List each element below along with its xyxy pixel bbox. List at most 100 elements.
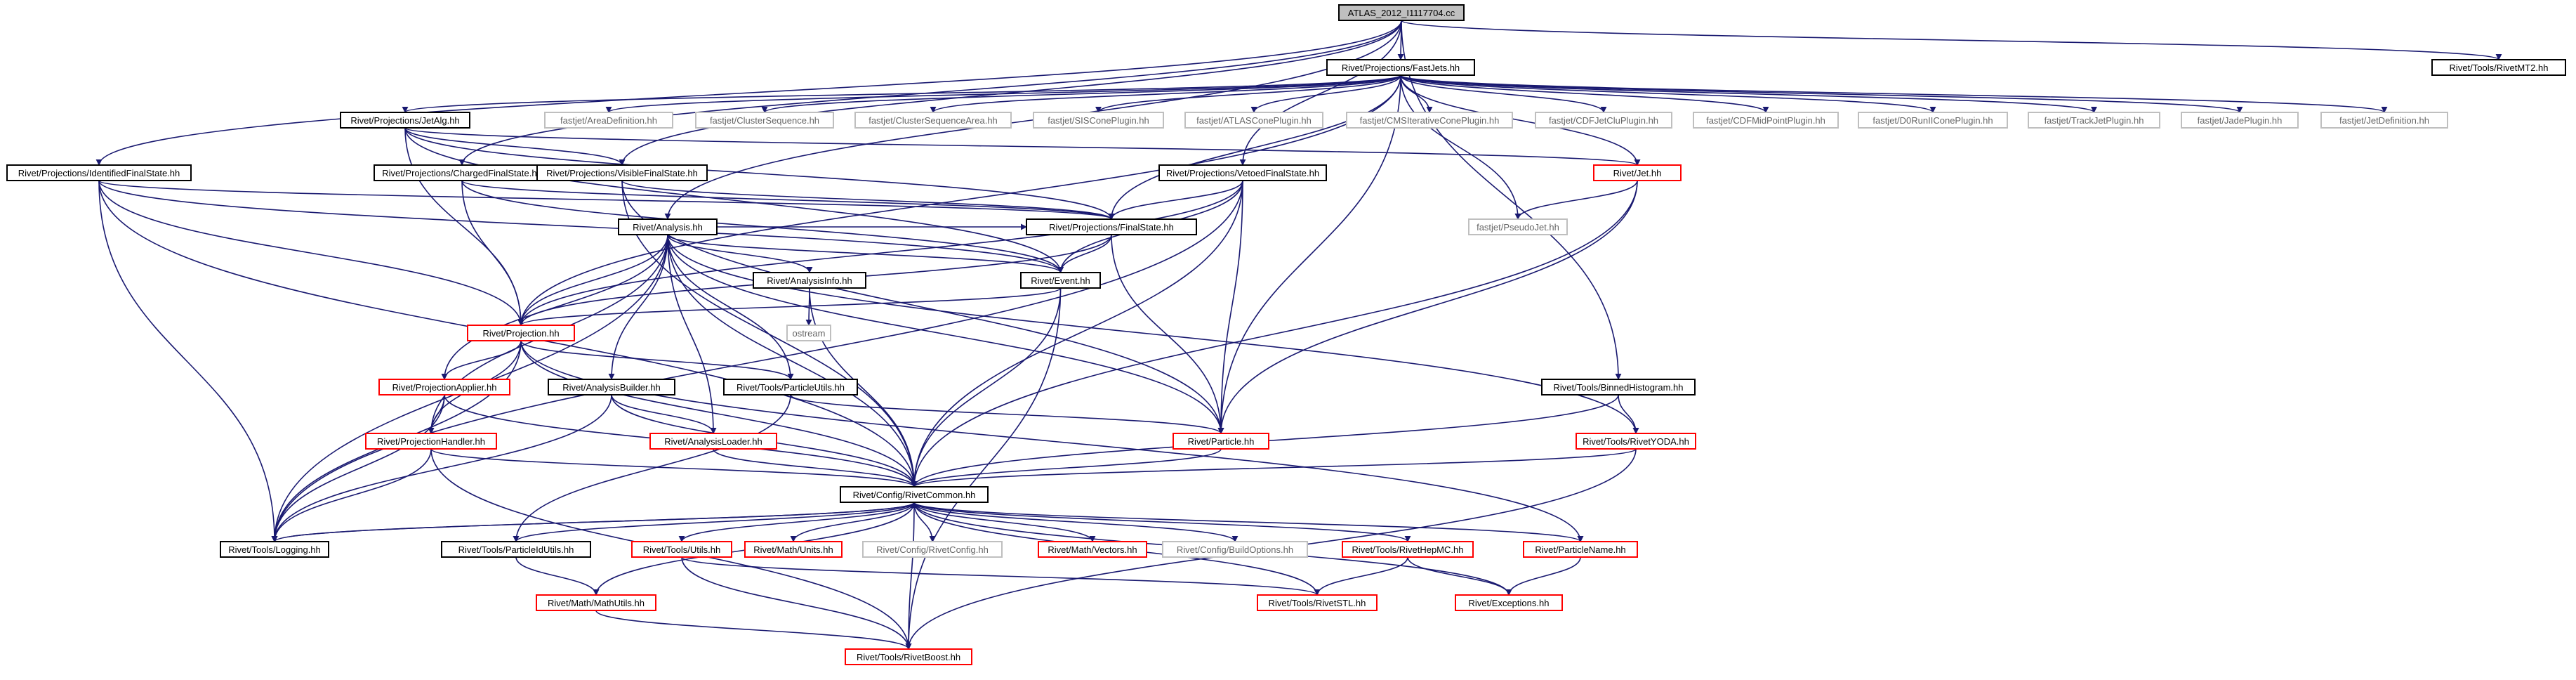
node-chargedfs[interactable]: Rivet/Projections/ChargedFinalState.hh: [374, 164, 550, 181]
node-particleidutils[interactable]: Rivet/Tools/ParticleIdUtils.hh: [441, 541, 591, 558]
node-box: [1858, 112, 2008, 129]
node-label: Rivet/AnalysisInfo.hh: [767, 275, 852, 286]
node-label: Rivet/Projections/FinalState.hh: [1049, 222, 1174, 233]
edge-jetalg-to-jet: [404, 127, 1640, 166]
node-areadef: fastjet/AreaDefinition.hh: [544, 112, 673, 129]
edge-jet-to-pseudojet: [1514, 180, 1638, 220]
node-label: Rivet/Particle.hh: [1188, 436, 1255, 447]
edge-identfs-to-event: [98, 180, 1064, 273]
node-label: Rivet/Analysis.hh: [633, 222, 703, 233]
node-mathvectors[interactable]: Rivet/Math/Vectors.hh: [1038, 541, 1147, 558]
edge-fastjets-to-pseudojet: [1400, 74, 1521, 220]
node-exceptions[interactable]: Rivet/Exceptions.hh: [1455, 594, 1563, 611]
node-atlascone: fastjet/ATLASConePlugin.hh: [1184, 112, 1323, 129]
node-box: [544, 112, 673, 129]
node-utils[interactable]: Rivet/Tools/Utils.hh: [631, 541, 732, 558]
node-particlename[interactable]: Rivet/ParticleName.hh: [1523, 541, 1638, 558]
edge-root-to-visiblefs: [619, 20, 1402, 166]
node-label: fastjet/ATLASConePlugin.hh: [1196, 115, 1312, 126]
node-analysisinfo[interactable]: Rivet/AnalysisInfo.hh: [753, 272, 866, 289]
edge-layer: [95, 20, 2502, 650]
node-box: [1576, 433, 1696, 450]
node-box: [1541, 379, 1696, 395]
edge-jetalg-to-visiblefs: [404, 127, 626, 166]
node-logging[interactable]: Rivet/Tools/Logging.hh: [220, 541, 329, 558]
node-mathunits[interactable]: Rivet/Math/Units.hh: [744, 541, 843, 558]
node-finalstate[interactable]: Rivet/Projections/FinalState.hh: [1026, 218, 1197, 235]
node-event[interactable]: Rivet/Event.hh: [1020, 272, 1101, 289]
edge-rivetcommon-to-particlename: [913, 502, 1584, 542]
edge-fastjets-to-trackjet: [1400, 74, 2097, 113]
node-binnedhisto[interactable]: Rivet/Tools/BinnedHistogram.hh: [1541, 379, 1696, 395]
node-rivetyoda[interactable]: Rivet/Tools/RivetYODA.hh: [1576, 433, 1696, 450]
node-analysis[interactable]: Rivet/Analysis.hh: [618, 218, 718, 235]
node-label: Rivet/Math/Vectors.hh: [1048, 544, 1137, 555]
edge-fastjets-to-clusterseq: [761, 74, 1401, 113]
edge-jetalg-to-projection: [404, 127, 524, 326]
edge-fastjets-to-siscone: [1095, 74, 1401, 113]
edge-projhandler-to-rivetcommon: [430, 448, 918, 488]
edge-analysis-to-particleutils: [667, 234, 794, 380]
edge-vetoedfs-to-finalstate: [1108, 180, 1243, 220]
node-box: [649, 433, 777, 450]
node-label: Rivet/Jet.hh: [1613, 168, 1662, 178]
node-box: [548, 379, 675, 395]
node-box: [1033, 112, 1164, 129]
node-projapplier[interactable]: Rivet/ProjectionApplier.hh: [378, 379, 510, 395]
node-label: Rivet/Config/BuildOptions.hh: [1177, 544, 1293, 555]
edge-analysis-to-projapplier: [441, 234, 668, 380]
node-projhandler[interactable]: Rivet/ProjectionHandler.hh: [365, 433, 497, 450]
node-rivetcommon[interactable]: Rivet/Config/RivetCommon.hh: [840, 486, 989, 503]
node-box: [1020, 272, 1101, 289]
edge-particle-to-rivetcommon: [911, 448, 1222, 488]
edge-rivetcommon-to-hepmc: [913, 502, 1411, 542]
node-box: [536, 164, 708, 181]
edge-analysis-to-particle: [667, 234, 1224, 434]
node-box: [467, 325, 575, 341]
edge-hepmc-to-rivetstl: [1314, 556, 1408, 596]
node-box: [1173, 433, 1269, 450]
edge-jetalg-to-finalstate: [404, 127, 1115, 220]
node-hepmc[interactable]: Rivet/Tools/RivetHepMC.hh: [1342, 541, 1474, 558]
edge-jet-to-particle: [1217, 180, 1638, 434]
node-box: [862, 541, 1003, 558]
edge-projection-to-projapplier: [441, 340, 522, 380]
node-box: [2181, 112, 2299, 129]
node-jade: fastjet/JadePlugin.hh: [2181, 112, 2299, 129]
node-jetalg[interactable]: Rivet/Projections/JetAlg.hh: [340, 112, 470, 129]
node-box: [786, 325, 831, 341]
edge-particlename-to-exceptions: [1505, 556, 1581, 596]
node-label: Rivet/Math/Units.hh: [753, 544, 833, 555]
node-box: [1038, 541, 1147, 558]
node-rivetboost[interactable]: Rivet/Tools/RivetBoost.hh: [845, 648, 972, 665]
node-particleutils[interactable]: Rivet/Tools/ParticleUtils.hh: [723, 379, 858, 395]
node-label: Rivet/ProjectionHandler.hh: [377, 436, 485, 447]
node-mathutils[interactable]: Rivet/Math/MathUtils.hh: [536, 594, 656, 611]
node-particle[interactable]: Rivet/Particle.hh: [1173, 433, 1269, 450]
node-projection[interactable]: Rivet/Projection.hh: [467, 325, 575, 341]
edge-fastjets-to-clusterseqarea: [930, 74, 1401, 113]
edge-utils-to-rivetstl: [681, 556, 1321, 596]
node-pseudojet: fastjet/PseudoJet.hh: [1468, 218, 1568, 235]
node-ostream: ostream: [786, 325, 831, 341]
edge-utils-to-rivetboost: [681, 556, 912, 650]
node-jet[interactable]: Rivet/Jet.hh: [1593, 164, 1682, 181]
node-identfs[interactable]: Rivet/Projections/IdentifiedFinalState.h…: [6, 164, 192, 181]
node-analysisloader[interactable]: Rivet/AnalysisLoader.hh: [649, 433, 777, 450]
node-label: Rivet/Projections/JetAlg.hh: [350, 115, 459, 126]
node-label: Rivet/Tools/ParticleUtils.hh: [737, 382, 845, 393]
node-analysisbuilder[interactable]: Rivet/AnalysisBuilder.hh: [548, 379, 675, 395]
node-label: Rivet/Projections/IdentifiedFinalState.h…: [18, 168, 180, 178]
node-rivetmt2[interactable]: Rivet/Tools/RivetMT2.hh: [2431, 59, 2566, 76]
node-visiblefs[interactable]: Rivet/Projections/VisibleFinalState.hh: [536, 164, 708, 181]
node-rivetstl[interactable]: Rivet/Tools/RivetSTL.hh: [1257, 594, 1378, 611]
node-label: Rivet/Tools/RivetSTL.hh: [1269, 598, 1366, 608]
edge-fastjets-to-cdfmidpoint: [1400, 74, 1769, 113]
edge-rivetcommon-to-rivetboost: [905, 502, 915, 650]
node-fastjets[interactable]: Rivet/Projections/FastJets.hh: [1326, 59, 1475, 76]
edge-mathutils-to-rivetboost: [595, 610, 912, 650]
node-d0run: fastjet/D0RunIIConePlugin.hh: [1858, 112, 2008, 129]
edge-fastjets-to-d0run: [1400, 74, 1936, 113]
node-vetoedfs[interactable]: Rivet/Projections/VetoedFinalState.hh: [1158, 164, 1327, 181]
edge-fastjets-to-areadef: [605, 74, 1401, 113]
